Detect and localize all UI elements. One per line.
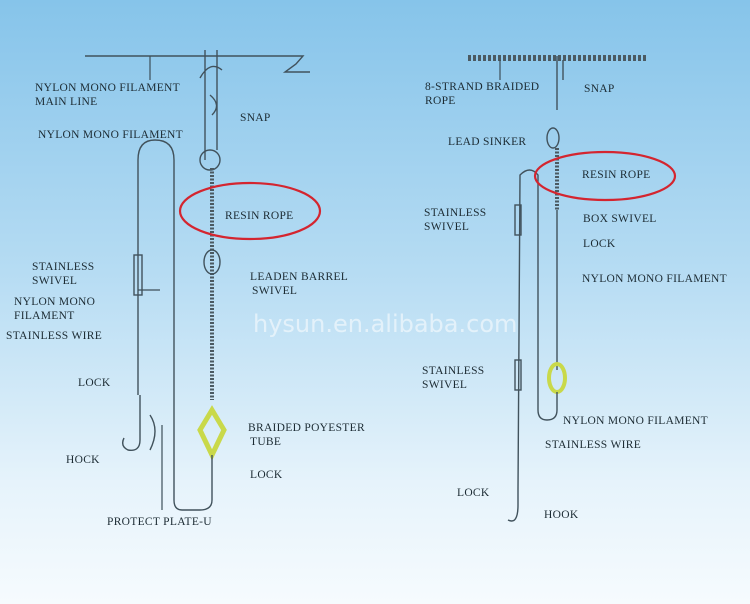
label-swivel: STAINLESS [32,261,94,273]
label-box-swivel: BOX SWIVEL [583,213,657,225]
label-leaden: LEADEN BARREL [250,271,348,283]
stainless-swivel-drawing [514,204,522,236]
right-rig [468,55,677,522]
lead-sinker-drawing [546,127,560,149]
nylon-loop [517,169,558,491]
label-nylon-top: NYLON MONO FILAMENT [38,129,183,141]
left-rig [85,50,322,511]
label-swivel2-right-2: SWIVEL [422,379,467,391]
hook-drawing [507,490,519,522]
highlight-circle-left [178,181,322,241]
label-main-line-2: MAIN LINE [35,96,97,108]
ring [199,149,221,171]
label-swivel-2: SWIVEL [32,275,77,287]
label-lock: LOCK [78,377,111,389]
label-lock-2: LOCK [250,469,283,481]
pointer-lines [138,289,163,510]
nylon-loop [137,139,213,511]
label-braided-rope-2: ROPE [425,95,456,107]
label-lock-right-2: LOCK [457,487,490,499]
label-sinker: LEAD SINKER [448,136,526,148]
label-leaden-2: SWIVEL [252,285,297,297]
label-swivel-right: STAINLESS [424,207,486,219]
label-nylon-2: FILAMENT [14,310,75,322]
label-resin-rope-right: RESIN ROPE [582,169,651,181]
label-snap-right: SNAP [584,83,615,95]
label-snap: SNAP [240,112,271,124]
label-main-line: NYLON MONO FILAMENT [35,82,180,94]
label-tube-2: TUBE [250,436,281,448]
label-braided-rope: 8-STRAND BRAIDED [425,81,539,93]
label-swivel-right-2: SWIVEL [424,221,469,233]
main-line-hook-end [282,55,310,73]
label-nylon-right: NYLON MONO FILAMENT [582,273,727,285]
stainless-swivel-drawing-2 [514,359,522,391]
label-swivel2-right: STAINLESS [422,365,484,377]
highlight-circle-right [533,150,677,202]
label-resin-rope: RESIN ROPE [225,210,294,222]
label-nylon-right-2: NYLON MONO FILAMENT [563,415,708,427]
snap-drawing [199,50,223,160]
label-wire-right: STAINLESS WIRE [545,439,641,451]
label-plate: PROTECT PLATE-U [107,516,212,528]
hook-drawing [121,395,156,451]
label-tube: BRAIDED POYESTER [248,422,365,434]
barrel-swivel-drawing [203,249,221,275]
label-lock-right: LOCK [583,238,616,250]
braided-tube-drawing [197,405,227,461]
label-hook-right: HOOK [544,509,579,521]
stainless-swivel-drawing [133,254,143,296]
label-nylon: NYLON MONO [14,296,95,308]
label-wire: STAINLESS WIRE [6,330,102,342]
watermark: hysun.en.alibaba.com [253,310,517,338]
snap-drawing [556,56,564,110]
label-hock: HOCK [66,454,100,466]
